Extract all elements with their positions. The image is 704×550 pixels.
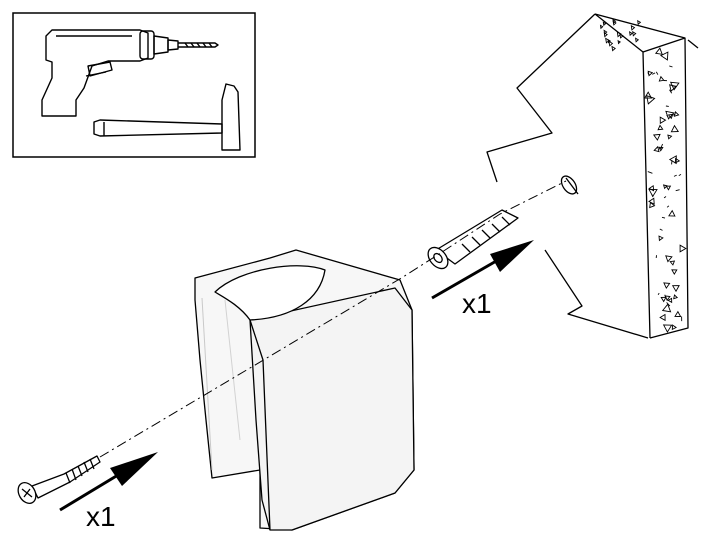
wall-texture-mark xyxy=(602,21,607,27)
wall-texture-mark xyxy=(665,185,672,191)
wall-texture-mark xyxy=(617,39,621,45)
wall-texture-mark xyxy=(674,157,681,164)
wall-texture-mark xyxy=(659,228,663,231)
wall-texture-mark xyxy=(652,72,656,75)
wall-texture-mark xyxy=(668,209,676,217)
wall-hole xyxy=(560,175,579,195)
wall-texture-mark xyxy=(630,24,636,31)
wall-texture-mark xyxy=(637,19,642,26)
wall-texture-mark xyxy=(660,51,669,61)
screw-arrow xyxy=(59,452,158,512)
wall-texture-mark xyxy=(599,24,604,30)
wall-texture-mark xyxy=(665,110,675,120)
wall-texture-mark xyxy=(667,297,673,304)
wall-texture-mark xyxy=(670,124,679,133)
wall xyxy=(486,13,699,339)
drill-icon xyxy=(41,29,219,117)
wall-texture-mark xyxy=(674,310,682,317)
wall-texture-mark xyxy=(660,143,664,149)
wall-texture-mark xyxy=(660,296,667,303)
shower-holder xyxy=(194,249,415,531)
wall-texture-mark xyxy=(678,174,682,176)
wall-texture-mark xyxy=(632,30,637,37)
wall-texture-mark xyxy=(603,32,608,38)
screw xyxy=(17,455,101,504)
wall-texture-mark xyxy=(669,84,677,92)
plug-arrow xyxy=(431,240,534,300)
wall-texture-mark xyxy=(658,235,664,242)
wall-texture-mark xyxy=(661,303,672,313)
wall-texture-mark xyxy=(629,31,633,37)
wall-texture-mark xyxy=(607,38,612,44)
wall-texture-mark xyxy=(612,20,617,26)
wall-texture-mark xyxy=(666,302,671,307)
wall-texture-mark xyxy=(675,189,680,192)
wall-texture-mark xyxy=(649,201,656,209)
wall-texture-mark xyxy=(643,91,653,99)
wall-texture-mark xyxy=(657,292,660,296)
tools-panel xyxy=(12,12,256,158)
wall-texture-mark xyxy=(616,30,622,38)
wall-texture-mark xyxy=(654,47,663,55)
wall-texture-mark xyxy=(605,37,610,44)
wall-texture-mark xyxy=(657,124,664,131)
wall-texture-mark xyxy=(671,269,678,276)
wall-texture-mark xyxy=(635,37,640,43)
wall-texture-mark xyxy=(666,205,670,208)
wall-texture-mark xyxy=(611,45,616,52)
wall-texture-mark xyxy=(652,133,661,141)
wall-texture-mark xyxy=(679,244,687,253)
wall-plug xyxy=(427,209,519,270)
wall-texture-mark xyxy=(668,155,677,165)
wall-texture xyxy=(599,18,687,333)
wall-texture-mark xyxy=(658,75,665,82)
wall-texture-mark xyxy=(659,313,666,322)
wall-texture-mark xyxy=(651,193,654,198)
wall-texture-mark xyxy=(671,324,677,331)
wall-texture-mark xyxy=(673,174,677,177)
plug-quantity-label: x1 xyxy=(462,288,492,319)
wall-texture-mark xyxy=(663,196,667,199)
wall-texture-mark xyxy=(667,134,673,140)
wall-texture-mark xyxy=(669,89,673,94)
hammer-icon xyxy=(93,83,241,151)
wall-texture-mark xyxy=(661,216,666,219)
wall-texture-mark xyxy=(663,282,671,289)
wall-texture-mark xyxy=(653,145,660,153)
wall-texture-mark xyxy=(673,294,679,300)
wall-texture-mark xyxy=(647,70,654,77)
wall-texture-mark xyxy=(655,71,659,75)
wall-texture-mark xyxy=(669,260,676,266)
wall-texture-mark xyxy=(648,197,655,205)
wall-texture-mark xyxy=(662,184,668,190)
wall-texture-mark xyxy=(648,184,655,192)
wall-texture-mark xyxy=(647,171,653,174)
wall-texture-mark xyxy=(665,255,673,263)
axis-line xyxy=(99,180,567,458)
wall-texture-mark xyxy=(659,116,667,125)
wall-texture-mark xyxy=(664,295,671,302)
wall-texture-mark xyxy=(619,33,624,39)
wall-texture-mark xyxy=(648,188,658,198)
wall-texture-mark xyxy=(662,324,673,333)
wall-texture-mark xyxy=(672,113,676,116)
wall-texture-mark xyxy=(669,65,673,68)
wall-texture-mark xyxy=(608,40,614,47)
wall-texture-mark xyxy=(671,285,680,293)
wall-texture-mark xyxy=(603,29,608,35)
screw-quantity-label: x1 xyxy=(86,501,116,532)
